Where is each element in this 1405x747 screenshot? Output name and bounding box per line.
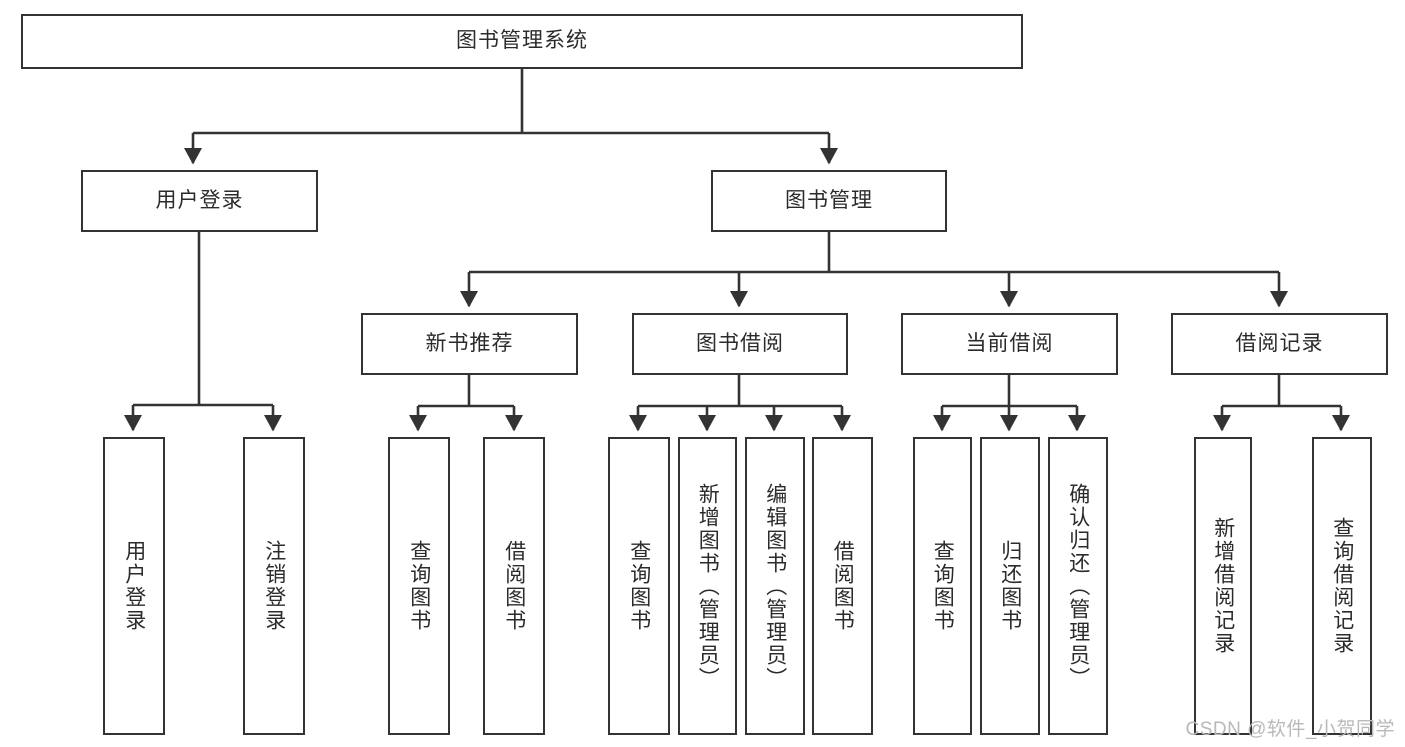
leaf-query-borrow-record-label: 查询借阅记录: [1330, 517, 1354, 655]
leaf-borrow-book-2[interactable]: 借阅图书: [812, 437, 873, 735]
leaf-logout-label: 注销登录: [262, 540, 286, 632]
leaf-return-book-label: 归还图书: [998, 540, 1022, 632]
leaf-query-book-2-label: 查询图书: [627, 540, 651, 632]
leaf-add-book-label: 新增图书（管理员）: [696, 482, 720, 690]
leaf-borrow-book-1[interactable]: 借阅图书: [483, 437, 545, 735]
node-book-manage[interactable]: 图书管理: [711, 170, 947, 232]
leaf-query-book-1-label: 查询图书: [407, 540, 431, 632]
leaf-borrow-book-2-label: 借阅图书: [831, 540, 855, 632]
csdn-watermark: CSDN @软件_小贺同学: [1185, 719, 1395, 740]
leaf-add-borrow-record-label: 新增借阅记录: [1211, 517, 1235, 655]
leaf-query-book-3[interactable]: 查询图书: [913, 437, 972, 735]
node-current-borrow[interactable]: 当前借阅: [901, 313, 1118, 375]
node-book-borrow[interactable]: 图书借阅: [632, 313, 848, 375]
leaf-edit-book-label: 编辑图书（管理员）: [763, 482, 787, 690]
leaf-borrow-book-1-label: 借阅图书: [502, 540, 526, 632]
node-root-system[interactable]: 图书管理系统: [21, 14, 1023, 69]
leaf-query-borrow-record[interactable]: 查询借阅记录: [1312, 437, 1372, 735]
leaf-edit-book[interactable]: 编辑图书（管理员）: [745, 437, 805, 735]
node-borrow-record[interactable]: 借阅记录: [1171, 313, 1388, 375]
leaf-query-book-3-label: 查询图书: [931, 540, 955, 632]
leaf-return-book[interactable]: 归还图书: [980, 437, 1040, 735]
node-user-login[interactable]: 用户登录: [81, 170, 318, 232]
leaf-user-login-label: 用户登录: [122, 540, 146, 632]
leaf-query-book-2[interactable]: 查询图书: [608, 437, 670, 735]
leaf-confirm-return-label: 确认归还（管理员）: [1066, 482, 1090, 690]
node-new-book-recommend[interactable]: 新书推荐: [361, 313, 578, 375]
leaf-query-book-1[interactable]: 查询图书: [388, 437, 450, 735]
leaf-add-book[interactable]: 新增图书（管理员）: [678, 437, 737, 735]
leaf-user-login[interactable]: 用户登录: [103, 437, 165, 735]
leaf-logout[interactable]: 注销登录: [243, 437, 305, 735]
leaf-add-borrow-record[interactable]: 新增借阅记录: [1194, 437, 1252, 735]
leaf-confirm-return[interactable]: 确认归还（管理员）: [1048, 437, 1108, 735]
